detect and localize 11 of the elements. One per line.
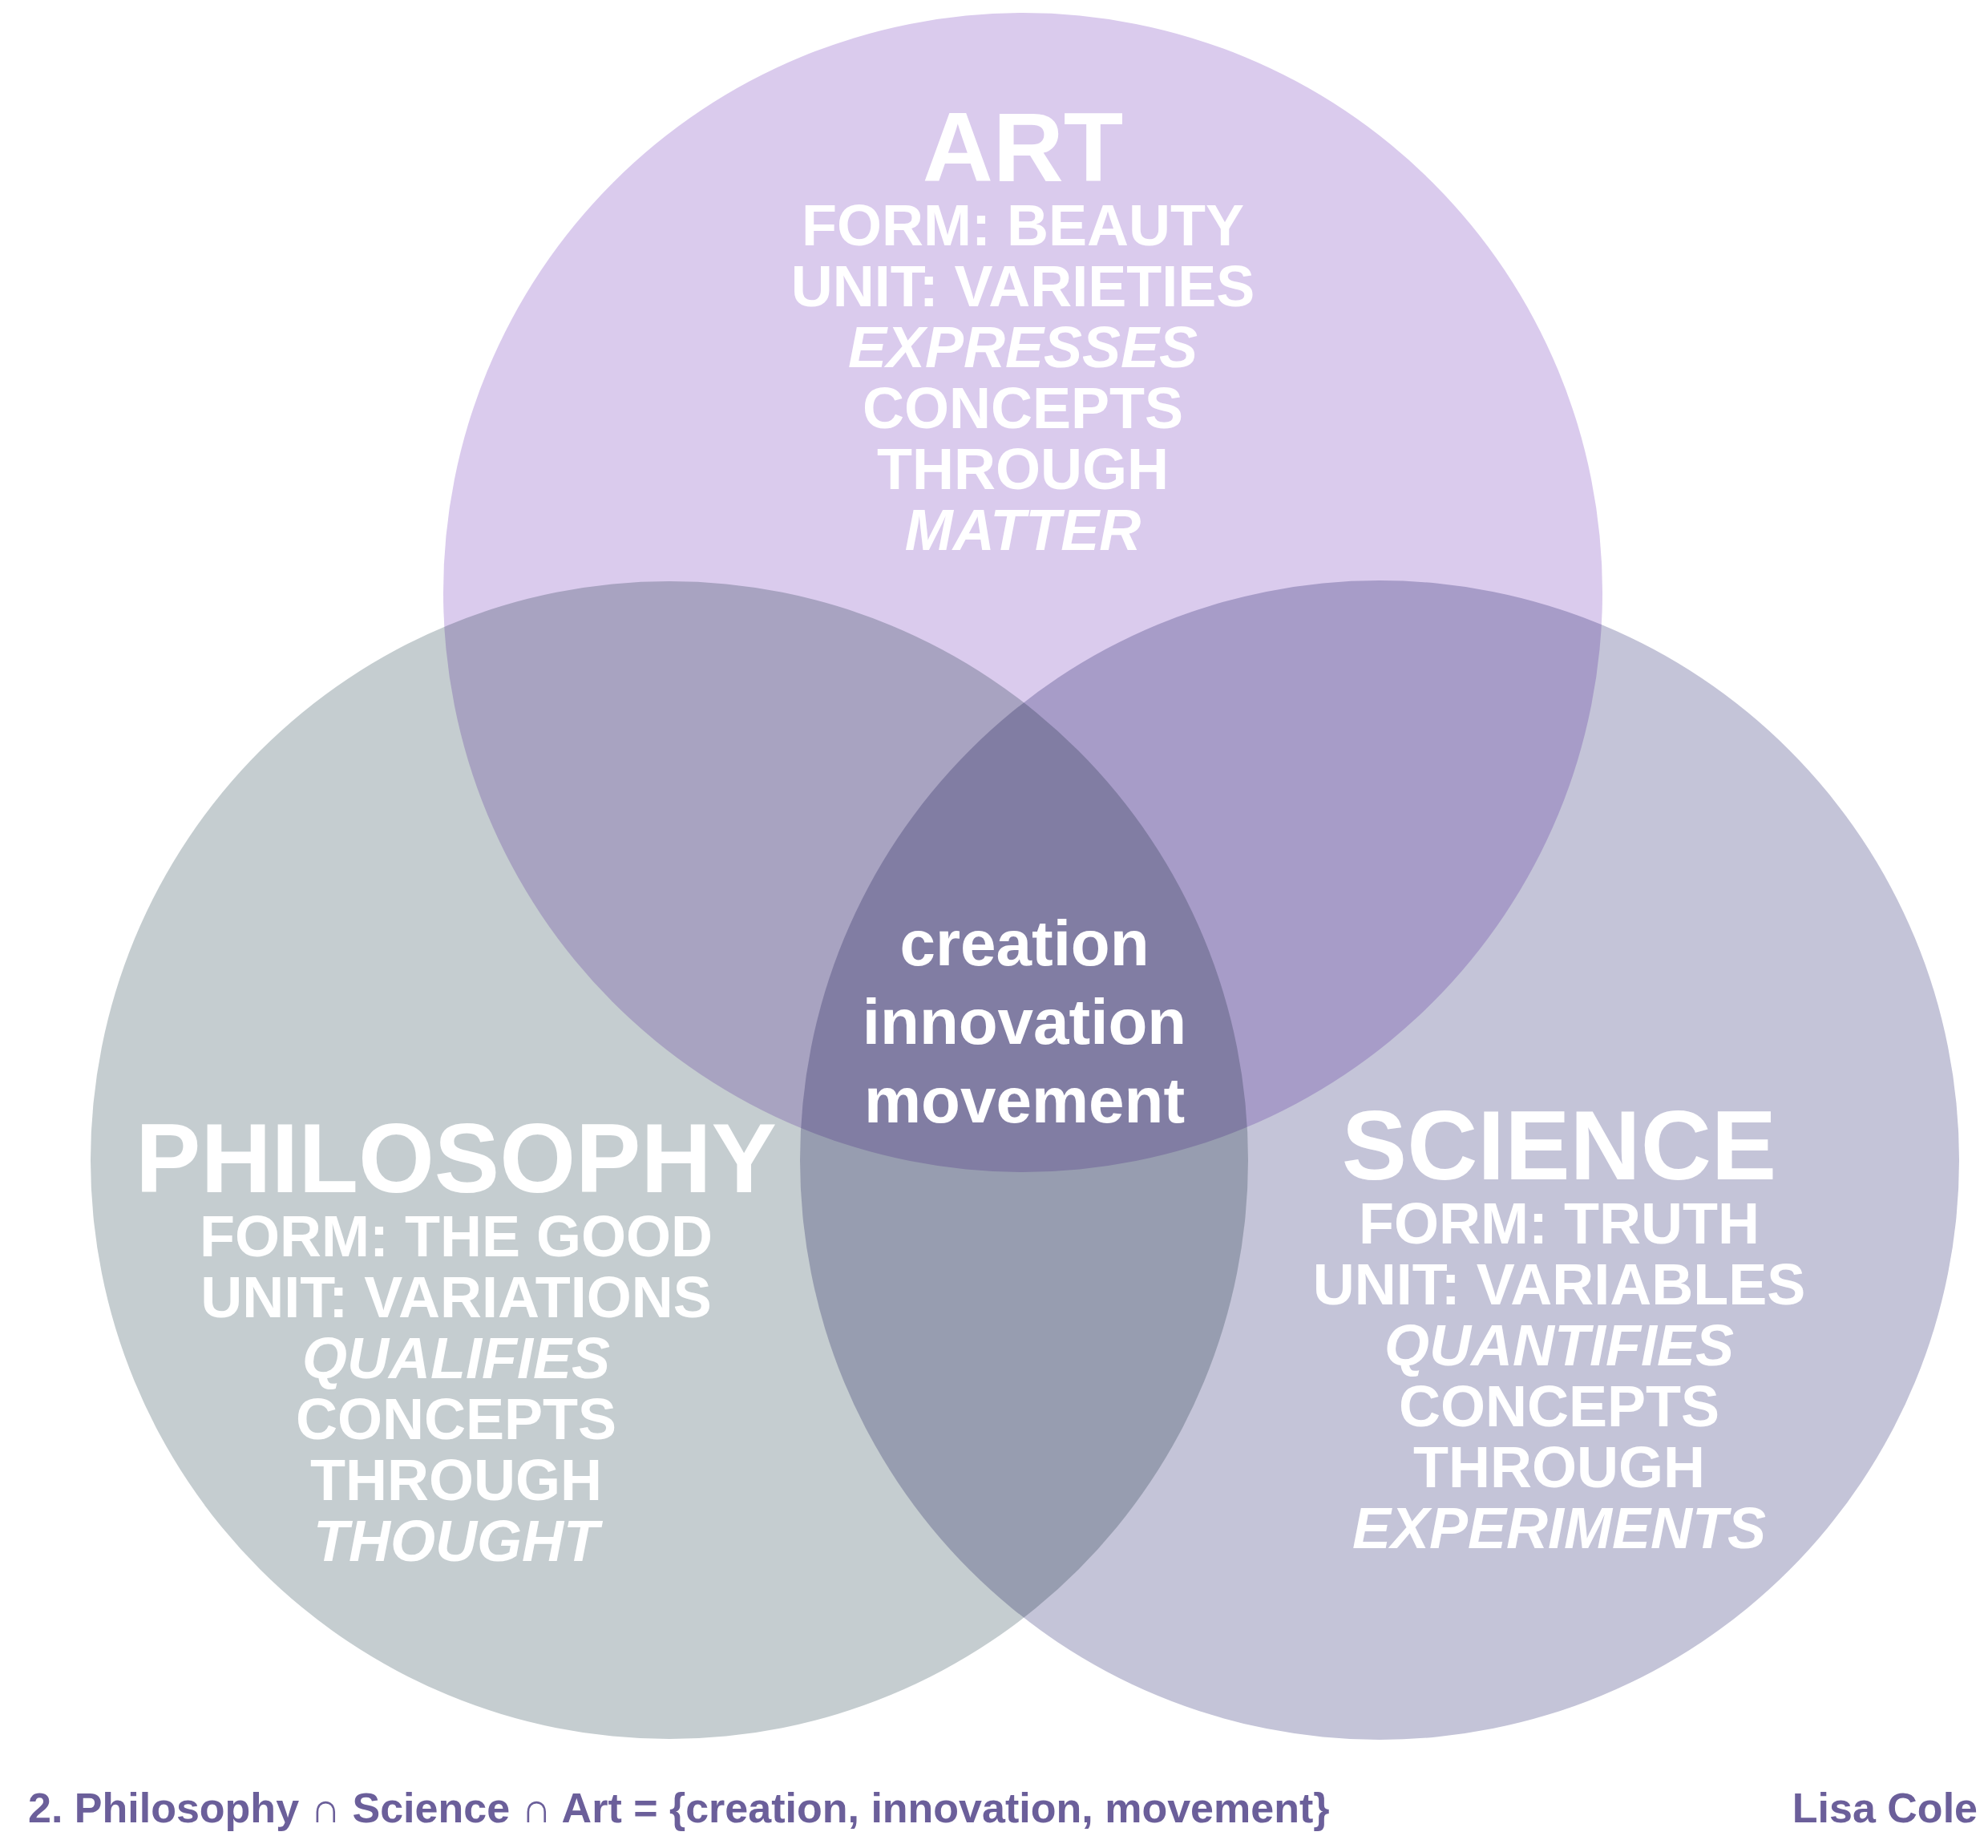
- circle-text: UNIT: VARIATIONS: [200, 1267, 712, 1328]
- circle-text: FORM: THE GOOD: [200, 1206, 713, 1267]
- circle-text: QUALIFIES CONCEPTS THROUGH THOUGHT: [296, 1328, 616, 1571]
- circle-heading: PHILOSOPHY: [135, 1111, 777, 1206]
- circle-heading: SCIENCE: [1341, 1098, 1777, 1193]
- circle-text: QUANTIFIES CONCEPTS THROUGH EXPERIMENTS: [1352, 1315, 1767, 1559]
- caption: 2. Philosophy ∩ Science ∩ Art = {creation, innovation, movement}: [28, 1784, 1330, 1832]
- intersection-text: creation innovation movement: [862, 907, 1187, 1138]
- author-credit: Lisa Cole: [1792, 1784, 1978, 1832]
- circle-text: FORM: TRUTH: [1359, 1193, 1760, 1254]
- circle-text: UNIT: VARIABLES: [1312, 1254, 1806, 1315]
